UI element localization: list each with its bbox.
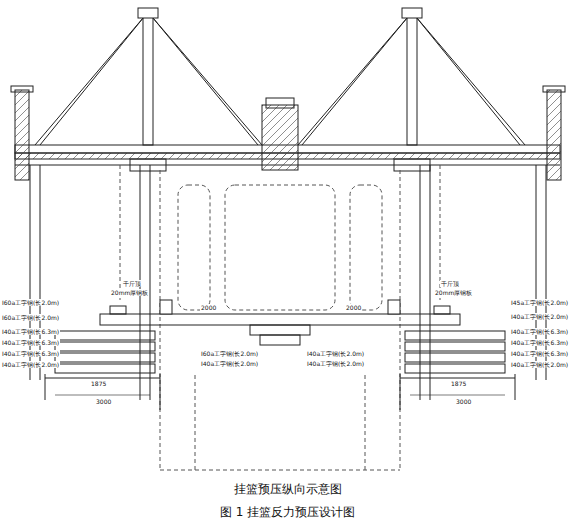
dimension-label: I40a工字钢(长6.3m) [510, 339, 569, 346]
dimension-label: 2000 [200, 304, 217, 311]
dimension-label: I60a工字钢(长2.0m) [200, 350, 259, 357]
dimension-label: I40a工字钢(长6.3m) [510, 328, 569, 335]
dimension-label: I40a工字钢(长6.3m) [1, 350, 60, 357]
dimension-label: I40a工字钢(长6.3m) [510, 350, 569, 357]
dimension-label: I40a工字钢(长2.0m) [510, 361, 569, 368]
figure-title: 图 1 挂篮反力预压设计图 [219, 505, 356, 519]
dimension-label: I45a工字钢(长2.0m) [510, 299, 569, 306]
dimension-label: 1875 [450, 380, 467, 387]
dimension-label: I40a工字钢(长2.0m) [1, 361, 60, 368]
box-girder [120, 165, 440, 470]
dimension-label: I40a工字钢(长2.0m) [306, 360, 365, 367]
dimension-label: 千斤顶 [440, 280, 460, 287]
preload-beams [45, 300, 515, 410]
dimension-label: I40a工字钢(长2.0m) [200, 360, 259, 367]
hanger-rods [30, 165, 546, 400]
dimension-label: 2000 [345, 304, 362, 311]
dimension-label: 1875 [90, 380, 107, 387]
dimension-label: I40a工字钢(长2.0m) [510, 313, 569, 320]
truss [11, 8, 565, 180]
dimension-label: I40a工字钢(长6.3m) [1, 339, 60, 346]
dimension-label: 千斤顶 [122, 280, 142, 287]
dimension-label: 20mm厚钢板 [110, 289, 149, 296]
dimension-label: I40a工字钢(长2.0m) [306, 350, 365, 357]
dimension-label: I60a工字钢(长2.0m) [1, 314, 60, 321]
dimension-label: I40a工字钢(长6.3m) [1, 328, 60, 335]
dimension-label: 20mm厚钢板 [434, 289, 473, 296]
figure-title: 挂篮预压纵向示意图 [233, 482, 343, 496]
dimension-label: I60a工字钢(长2.0m) [1, 299, 60, 306]
dimension-label: 3000 [455, 398, 472, 405]
dimension-label: 3000 [95, 398, 112, 405]
